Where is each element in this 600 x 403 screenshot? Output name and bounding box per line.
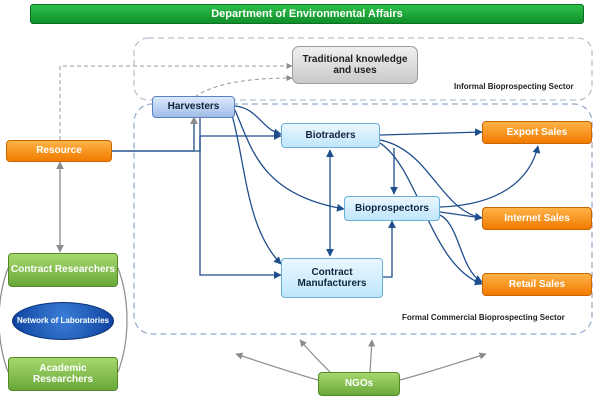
link-harvesters-manufacturers-curve bbox=[231, 114, 282, 265]
link-biotraders-internet bbox=[379, 139, 483, 221]
retail-sales-node: Retail Sales bbox=[482, 273, 592, 296]
link-harvesters-manufacturers bbox=[199, 117, 282, 279]
contract-researchers-node: Contract Researchers bbox=[8, 253, 118, 287]
contract-manufacturers-node: Contract Manufacturers bbox=[281, 258, 383, 298]
bracket-right bbox=[117, 267, 128, 373]
harvesters-node: Harvesters bbox=[152, 96, 235, 118]
link-bioprospectors-retail bbox=[439, 214, 483, 283]
internet-sales-node: Internet Sales bbox=[482, 207, 592, 230]
formal-sector-label: Formal Commercial Bioprospecting Sector bbox=[402, 313, 565, 322]
link-harvesters-traditional bbox=[194, 75, 293, 98]
link-resource-harvesters bbox=[112, 116, 198, 152]
informal-sector-outline bbox=[133, 37, 593, 101]
export-sales-node: Export Sales bbox=[482, 121, 592, 144]
bioprospectors-node: Bioprospectors bbox=[344, 196, 440, 221]
link-resource-biotraders bbox=[112, 132, 282, 152]
network-of-laboratories-node: Network of Laboratories bbox=[12, 302, 114, 340]
formal-sector-outline bbox=[133, 103, 593, 335]
link-bioprospectors-internet bbox=[439, 211, 483, 221]
link-manufacturers-bioprospectors bbox=[383, 220, 396, 278]
link-ngos-up bbox=[368, 339, 376, 373]
ngos-node: NGOs bbox=[318, 372, 400, 396]
link-harvesters-biotraders bbox=[234, 105, 282, 137]
link-harvesters-bioprospectors bbox=[234, 109, 345, 212]
link-ngos-right bbox=[399, 352, 487, 381]
bracket-left bbox=[0, 267, 9, 373]
informal-sector-label: Informal Bioprospecting Sector bbox=[454, 82, 574, 91]
resource-node: Resource bbox=[6, 140, 112, 162]
link-resource-traditional bbox=[59, 63, 293, 140]
link-biotraders-export bbox=[379, 128, 483, 137]
title-bar: Department of Environmental Affairs bbox=[30, 4, 584, 24]
traditional-knowledge-node: Traditional knowledge and uses bbox=[292, 46, 418, 84]
link-bioprospectors-export bbox=[439, 145, 541, 208]
link-ngos-up-left bbox=[299, 339, 331, 373]
academic-researchers-node: Academic Researchers bbox=[8, 357, 118, 391]
link-ngos-left bbox=[235, 352, 319, 381]
biotraders-node: Biotraders bbox=[281, 123, 380, 148]
